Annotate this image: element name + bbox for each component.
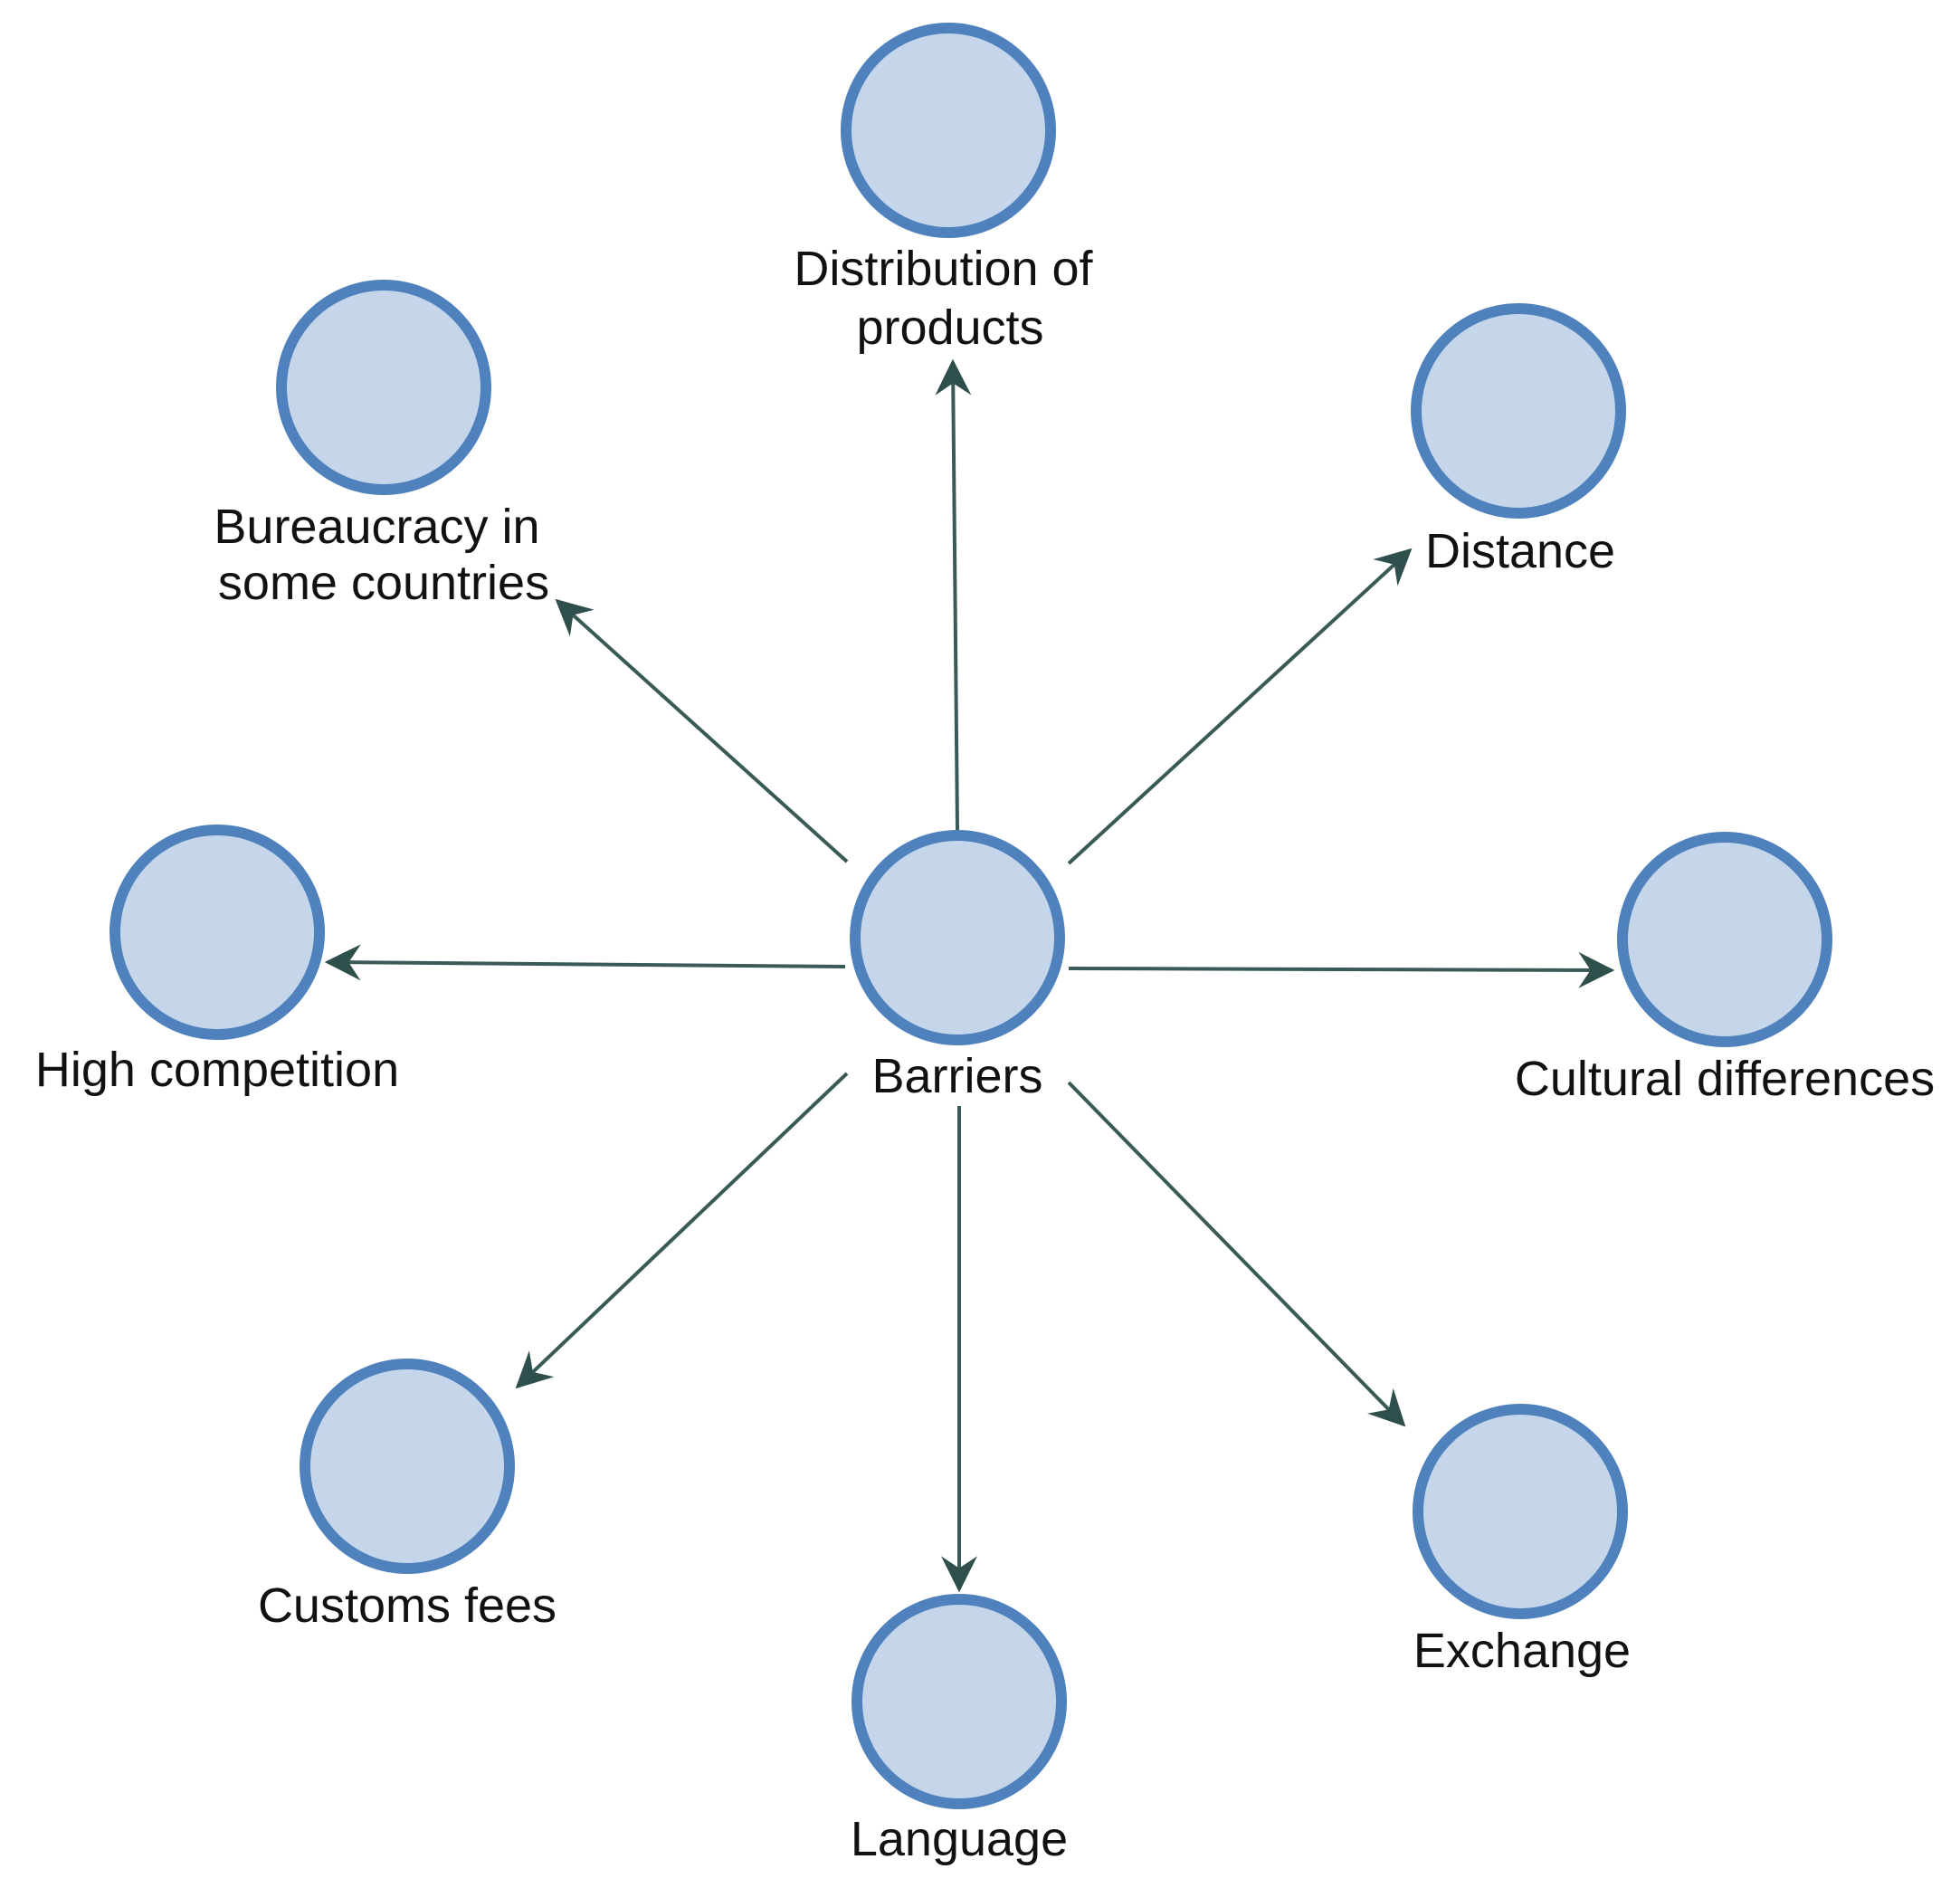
- edge-distribution: [935, 358, 972, 832]
- node-circle: [1617, 832, 1832, 1047]
- center-label: Barriers: [871, 1049, 1042, 1103]
- edge-customs-fees: [515, 1072, 849, 1389]
- node-label-line: Language: [851, 1812, 1068, 1866]
- node-circle: [850, 830, 1065, 1045]
- svg-text:Bureaucracy in some coun: Bureaucracy in some countries: [214, 500, 553, 610]
- node-label-line: some countries: [218, 556, 549, 610]
- node-label-line: Exchange: [1413, 1624, 1631, 1678]
- svg-text:Distribution of products: Distribution of products: [794, 242, 1106, 355]
- svg-text:Cultural differences: Cultural differences: [1515, 1052, 1935, 1106]
- node-circle: [852, 1594, 1067, 1809]
- node-center-barriers: Barriers: [850, 830, 1065, 1103]
- node-customs-fees: Customs fees: [258, 1359, 557, 1633]
- svg-text:High competition: High competition: [35, 1043, 399, 1097]
- edge-high-competition: [324, 944, 846, 981]
- node-bureaucracy: Bureaucracy in some countries: [214, 280, 553, 610]
- node-distance: Distance: [1411, 303, 1626, 578]
- node-label-line: Customs fees: [258, 1578, 557, 1633]
- node-circle: [276, 280, 491, 495]
- edge-cultural-differences: [1068, 951, 1615, 988]
- edges: [324, 358, 1615, 1593]
- node-circle: [841, 23, 1056, 238]
- edge-distance: [1067, 548, 1413, 865]
- node-language: Language: [851, 1594, 1068, 1866]
- edge-bureaucracy: [555, 598, 849, 863]
- svg-text:Customs fees: Customs fees: [258, 1578, 557, 1633]
- node-cultural-differences: Cultural differences: [1515, 832, 1935, 1106]
- edge-exchange: [1067, 1081, 1406, 1427]
- node-distribution: Distribution of products: [794, 23, 1106, 355]
- node-circle: [1411, 303, 1626, 519]
- node-label-line: Distance: [1425, 524, 1615, 578]
- svg-text:Exchange: Exchange: [1413, 1624, 1631, 1678]
- svg-text:Distance: Distance: [1425, 524, 1615, 578]
- node-label-line: products: [856, 300, 1043, 355]
- node-label-line: Cultural differences: [1515, 1052, 1935, 1106]
- svg-text:Language: Language: [851, 1812, 1068, 1866]
- node-circle: [1413, 1404, 1628, 1619]
- node-label-line: High competition: [35, 1043, 399, 1097]
- node-label-line: Bureaucracy in: [214, 500, 539, 554]
- node-circle: [300, 1359, 515, 1574]
- node-exchange: Exchange: [1413, 1404, 1631, 1678]
- svg-text:Barriers: Barriers: [871, 1049, 1042, 1103]
- node-circle: [109, 825, 325, 1040]
- node-label-line: Distribution of: [794, 242, 1093, 296]
- node-high-competition: High competition: [35, 825, 399, 1097]
